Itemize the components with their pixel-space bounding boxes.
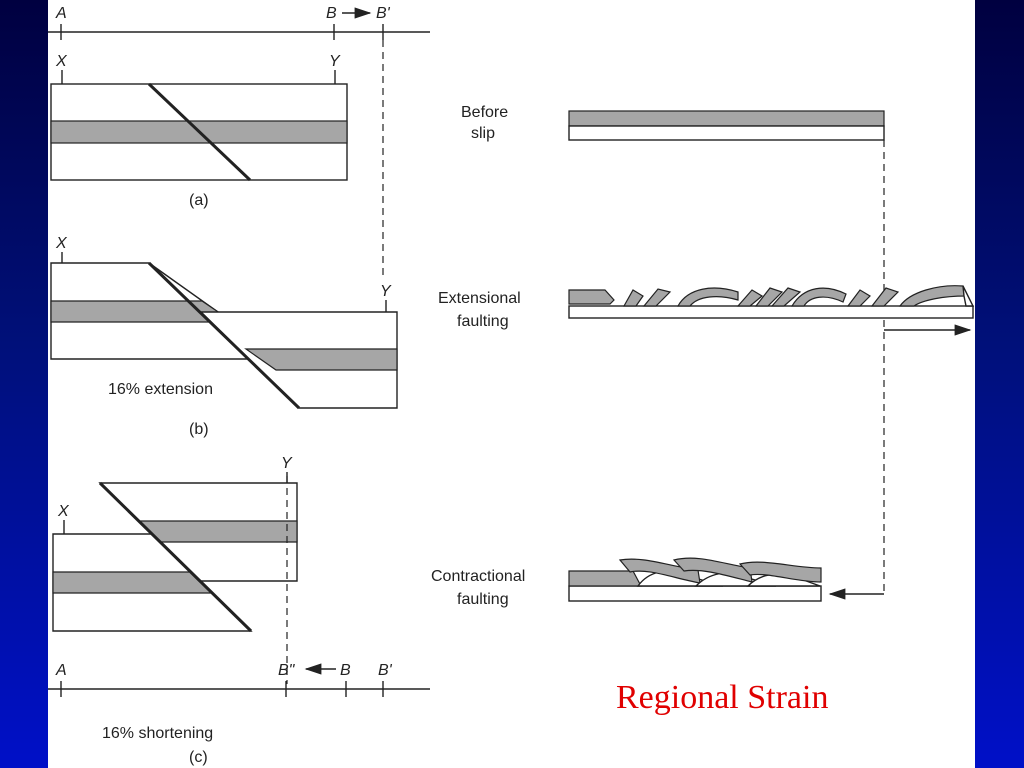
- top-axis-b-label: B: [326, 5, 337, 22]
- top-axis: A B B': [48, 5, 430, 40]
- before-slip: Before slip: [461, 104, 885, 142]
- extensional-label-2: faulting: [457, 313, 509, 330]
- panel-a-x-label: X: [55, 53, 68, 70]
- bottom-axis-a-label: A: [55, 662, 67, 679]
- panel-a: X Y (a): [50, 53, 348, 209]
- panel-b: X Y 16% extension (b): [50, 235, 398, 438]
- contractional-label-1: Contractional: [431, 568, 525, 585]
- slide: A B B' X Y (a) X Y 16% extension (b) Y: [48, 0, 975, 768]
- bottom-axis-bdouble-label: B": [278, 662, 296, 679]
- contractional-label-2: faulting: [457, 591, 509, 608]
- extensional-faulting: Extensional faulting: [438, 285, 975, 336]
- panel-c-note: 16% shortening: [102, 725, 213, 742]
- panel-b-note: 16% extension: [108, 381, 213, 398]
- fault-line-b: [147, 261, 301, 410]
- extensional-label-1: Extensional: [438, 290, 521, 307]
- contractional-faulting: Contractional faulting: [431, 557, 884, 608]
- panel-c-x-label: X: [57, 503, 70, 520]
- panel-b-caption: (b): [189, 421, 209, 438]
- fault-line-a: [147, 82, 252, 182]
- panel-c-y-label: Y: [281, 455, 293, 472]
- panel-c: Y X: [52, 455, 298, 633]
- panel-a-caption: (a): [189, 192, 209, 209]
- panel-b-x-label: X: [55, 235, 68, 252]
- top-axis-a-label: A: [55, 5, 67, 22]
- fault-line-c: [98, 481, 253, 633]
- panel-a-y-label: Y: [329, 53, 341, 70]
- bottom-axis-bprime-label: B': [378, 662, 393, 679]
- slide-title: Regional Strain: [616, 679, 828, 716]
- before-slip-label-2: slip: [471, 125, 495, 142]
- top-axis-bprime-label: B': [376, 5, 391, 22]
- bottom-axis-b-label: B: [340, 662, 351, 679]
- before-slip-label-1: Before: [461, 104, 508, 121]
- panel-b-y-label: Y: [380, 283, 392, 300]
- bottom-axis: A B" B B' 16% shortening (c): [48, 662, 430, 766]
- panel-c-caption: (c): [189, 749, 208, 766]
- strain-diagram: A B B' X Y (a) X Y 16% extension (b) Y: [48, 5, 975, 766]
